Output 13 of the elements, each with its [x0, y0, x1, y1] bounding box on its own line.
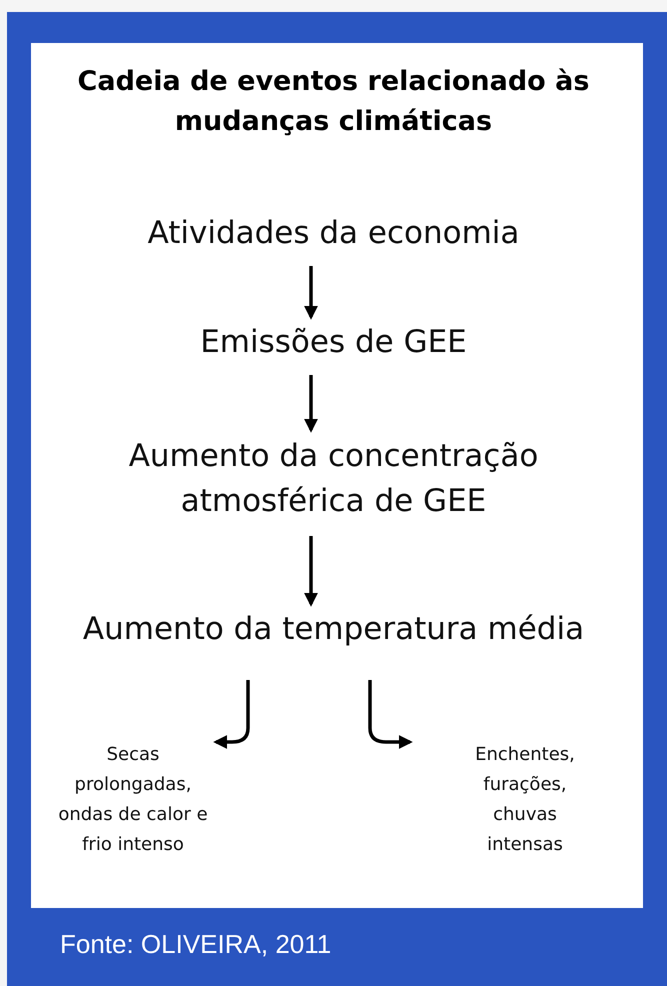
arrow [304, 266, 318, 320]
node-text: Enchentes, furações, chuvas intensas [474, 743, 576, 857]
node-text: Aumento da concentração atmosférica de GEE [128, 437, 540, 521]
node-text: Emissões de GEE [200, 323, 467, 362]
arrow [304, 536, 318, 607]
node-text: Secas prolongadas, ondas de calor e frio intenso [58, 743, 208, 857]
title: Cadeia de eventos relacionado às mudanças climáticas [76, 65, 590, 139]
node-text: Atividades da economia [148, 214, 520, 253]
caption: Fonte: OLIVEIRA, 2011 [60, 928, 332, 961]
arrow [368, 680, 413, 749]
node-text: Aumento da temperatura média [82, 610, 584, 649]
arrow [304, 375, 318, 433]
arrow [213, 680, 250, 749]
